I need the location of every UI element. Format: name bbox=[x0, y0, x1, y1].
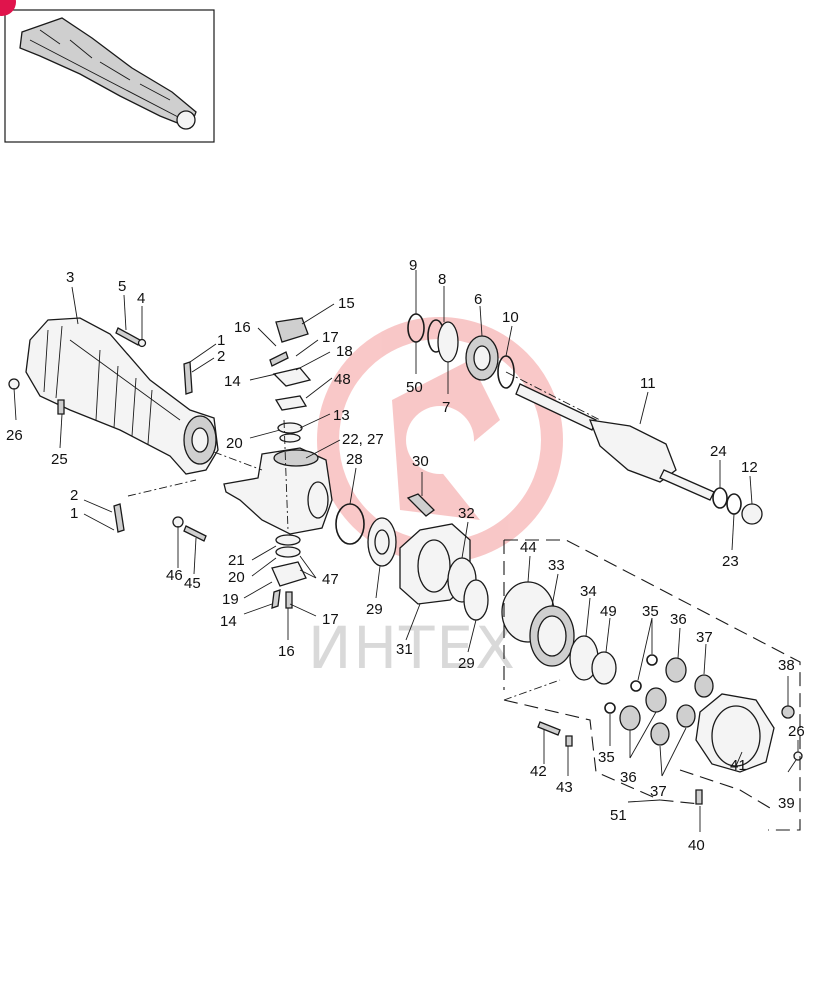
callout-label: 43 bbox=[556, 779, 573, 796]
callout-label: 19 bbox=[222, 591, 239, 608]
leader-lines bbox=[13, 270, 799, 832]
callout-label: 51 bbox=[610, 807, 627, 824]
callout-label: 12 bbox=[741, 459, 758, 476]
shaft-seal-parts bbox=[407, 313, 515, 389]
callout-label: 6 bbox=[474, 291, 482, 308]
callout-label: 41 bbox=[730, 757, 747, 774]
callout-label: 13 bbox=[333, 407, 350, 424]
callout-label: 16 bbox=[234, 319, 251, 336]
callout-label: 45 bbox=[184, 575, 201, 592]
callout-label: 29 bbox=[366, 601, 383, 618]
callout-label: 2 bbox=[217, 348, 225, 365]
callout-label: 20 bbox=[226, 435, 243, 452]
axle-shaft-part bbox=[515, 383, 763, 525]
callout-label: 39 bbox=[778, 795, 795, 812]
callout-label: 8 bbox=[438, 271, 446, 288]
callout-label: 29 bbox=[458, 655, 475, 672]
callout-label: 33 bbox=[548, 557, 565, 574]
callout-label: 25 bbox=[51, 451, 68, 468]
callout-label: 26 bbox=[788, 723, 805, 740]
callout-label: 36 bbox=[620, 769, 637, 786]
callout-label: 37 bbox=[650, 783, 667, 800]
callout-label: 42 bbox=[530, 763, 547, 780]
callout-label: 2 bbox=[70, 487, 78, 504]
thumbnail-corner-badge bbox=[0, 0, 16, 16]
callout-label: 21 bbox=[228, 552, 245, 569]
callout-label: 10 bbox=[502, 309, 519, 326]
callout-label: 1 bbox=[70, 505, 78, 522]
callout-label: 23 bbox=[722, 553, 739, 570]
callout-label: 17 bbox=[322, 611, 339, 628]
callout-label: 35 bbox=[642, 603, 659, 620]
callout-label: 24 bbox=[710, 443, 727, 460]
callout-label: 1 bbox=[217, 332, 225, 349]
callout-label: 3 bbox=[66, 269, 74, 286]
callout-label: 26 bbox=[6, 427, 23, 444]
steering-knuckle-part bbox=[223, 447, 333, 535]
callout-label: 5 bbox=[118, 278, 126, 295]
callout-label: 4 bbox=[137, 290, 145, 307]
callout-label: 50 bbox=[406, 379, 423, 396]
group-frames bbox=[503, 539, 801, 831]
callout-label: 14 bbox=[220, 613, 237, 630]
callout-label: 47 bbox=[322, 571, 339, 588]
axis-lines bbox=[127, 371, 601, 701]
callout-label: 18 bbox=[336, 343, 353, 360]
callout-label: 28 bbox=[346, 451, 363, 468]
callout-label: 11 bbox=[640, 375, 656, 392]
callout-label: 34 bbox=[580, 583, 597, 600]
callout-label: 48 bbox=[334, 371, 351, 388]
callout-label: 32 bbox=[458, 505, 475, 522]
callout-label: 36 bbox=[670, 611, 687, 628]
watermark-logo-gear-icon bbox=[392, 360, 500, 520]
callout-label: 44 bbox=[520, 539, 537, 556]
callout-label: 30 bbox=[412, 453, 429, 470]
callout-label: 37 bbox=[696, 629, 713, 646]
thumbnail-preview bbox=[0, 0, 215, 143]
callout-label: 17 bbox=[322, 329, 339, 346]
bolt-parts bbox=[8, 327, 207, 542]
callout-label: 35 bbox=[598, 749, 615, 766]
kingpin-lower-parts bbox=[271, 534, 307, 609]
callout-label: 16 bbox=[278, 643, 295, 660]
axle-housing-part bbox=[25, 317, 219, 475]
hub-bearing-parts bbox=[335, 493, 489, 621]
callout-label: 49 bbox=[600, 603, 617, 620]
callout-labels: 3 5 4 1 2 26 25 2 1 46 45 16 15 17 18 14… bbox=[6, 257, 805, 854]
callout-label: 9 bbox=[409, 257, 417, 274]
callout-label: 7 bbox=[442, 399, 450, 416]
callout-label: 22, 27 bbox=[342, 431, 384, 448]
callout-label: 20 bbox=[228, 569, 245, 586]
planetary-group-parts bbox=[501, 581, 803, 805]
callout-label: 31 bbox=[396, 641, 413, 658]
callout-label: 38 bbox=[778, 657, 795, 674]
thumbnail-hub-icon bbox=[176, 110, 196, 130]
kingpin-upper-parts bbox=[269, 317, 312, 443]
watermark-logo-hub-icon bbox=[406, 406, 474, 474]
callout-label: 14 bbox=[224, 373, 241, 390]
callout-label: 40 bbox=[688, 837, 705, 854]
thumbnail-axle-detail bbox=[29, 29, 181, 119]
callout-label: 15 bbox=[338, 295, 355, 312]
callout-label: 46 bbox=[166, 567, 183, 584]
